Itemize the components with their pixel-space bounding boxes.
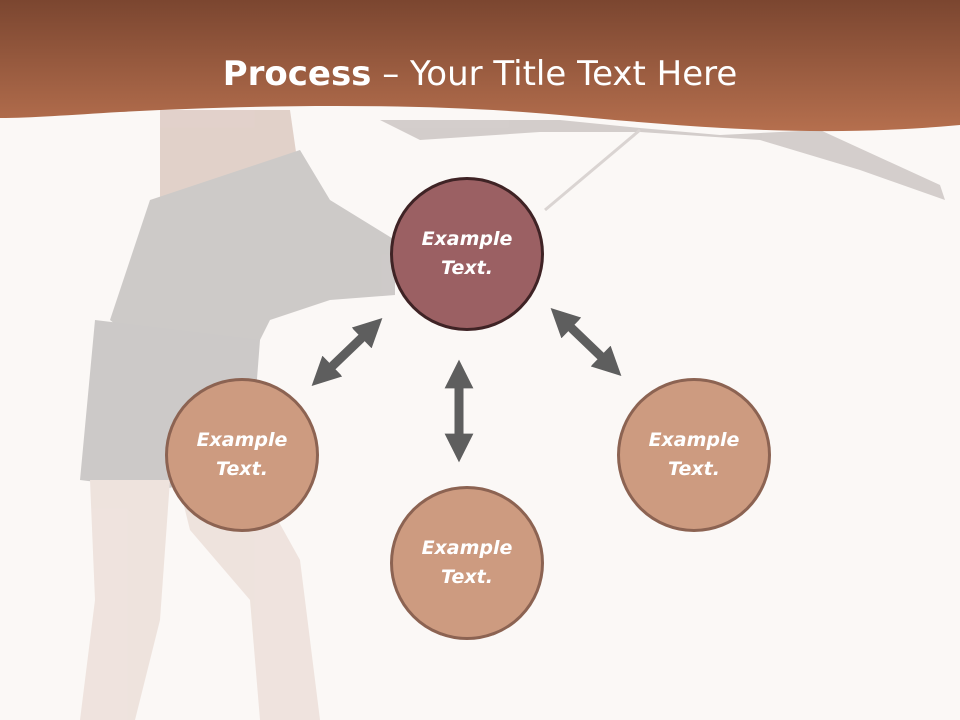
node-right: Example Text. [617, 378, 771, 532]
node-left-line2: Text. [216, 458, 268, 480]
node-bottom-line2: Text. [441, 566, 493, 588]
node-right-line1: Example [648, 429, 740, 451]
node-bottom: Example Text. [390, 486, 544, 640]
node-bottom-line1: Example [421, 537, 513, 559]
node-main: Example Text. [390, 177, 544, 331]
node-right-line2: Text. [668, 458, 720, 480]
title-bold: Process [222, 54, 372, 94]
node-left: Example Text. [165, 378, 319, 532]
node-main-line1: Example [421, 228, 513, 250]
page-title: Process – Your Title Text Here [0, 52, 960, 96]
node-left-line1: Example [196, 429, 288, 451]
header-band [0, 0, 960, 132]
node-main-line2: Text. [441, 257, 493, 279]
arrow-main-left [311, 318, 383, 386]
title-rest: – Your Title Text Here [371, 54, 738, 94]
arrow-main-right [550, 308, 622, 376]
